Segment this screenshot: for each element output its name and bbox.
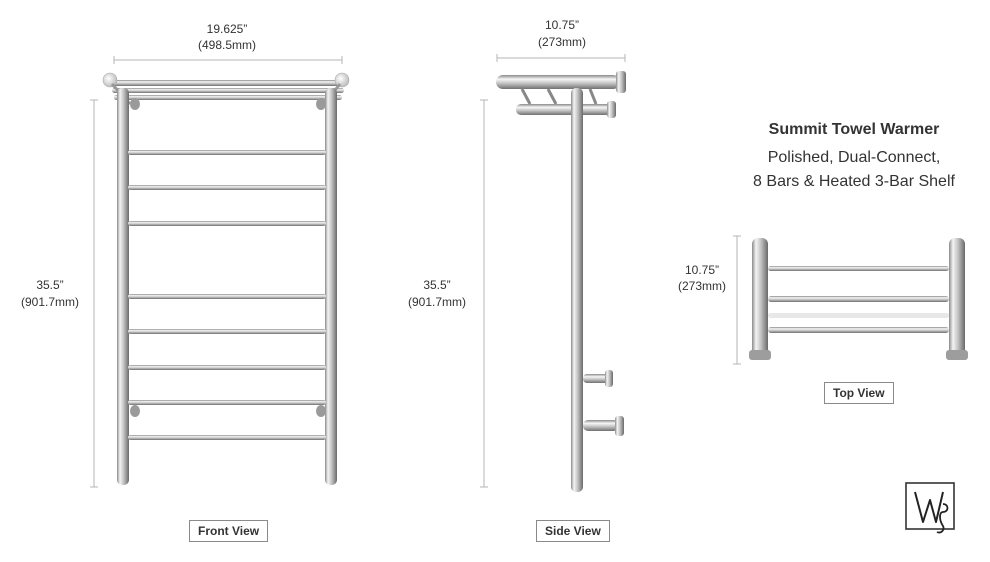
top-depth-dimension-line	[733, 235, 741, 365]
front-width-mm: (498.5mm)	[197, 38, 257, 52]
side-depth-dimension-line	[496, 54, 626, 62]
top-depth-inches: 10.75”	[684, 263, 720, 277]
wg-monogram-logo	[905, 482, 955, 534]
side-height-inches: 35.5”	[423, 278, 451, 292]
product-subtitle-line1: Polished, Dual-Connect,	[767, 149, 941, 166]
product-subtitle-line2: 8 Bars & Heated 3-Bar Shelf	[753, 173, 955, 190]
top-view-drawing	[749, 238, 968, 360]
front-height-mm: (901.7mm)	[20, 295, 80, 309]
front-height-dimension-line	[90, 99, 98, 488]
product-title: Summit Towel Warmer	[768, 121, 940, 138]
side-view-drawing	[496, 71, 626, 492]
front-height-inches: 35.5”	[36, 278, 64, 292]
side-height-dimension-line	[480, 99, 488, 488]
front-view-label: Front View	[189, 520, 269, 542]
front-width-inches: 19.625”	[206, 22, 248, 36]
product-subtitle: Polished, Dual-Connect, 8 Bars & Heated …	[753, 146, 955, 194]
side-view-label: Side View	[536, 520, 610, 542]
front-view-drawing	[102, 72, 350, 485]
top-depth-mm: (273mm)	[677, 279, 727, 293]
front-width-dimension-line	[113, 56, 343, 64]
side-height-mm: (901.7mm)	[407, 295, 467, 309]
side-depth-mm: (273mm)	[537, 35, 587, 49]
top-view-label: Top View	[824, 382, 894, 404]
side-depth-inches: 10.75”	[544, 18, 580, 32]
